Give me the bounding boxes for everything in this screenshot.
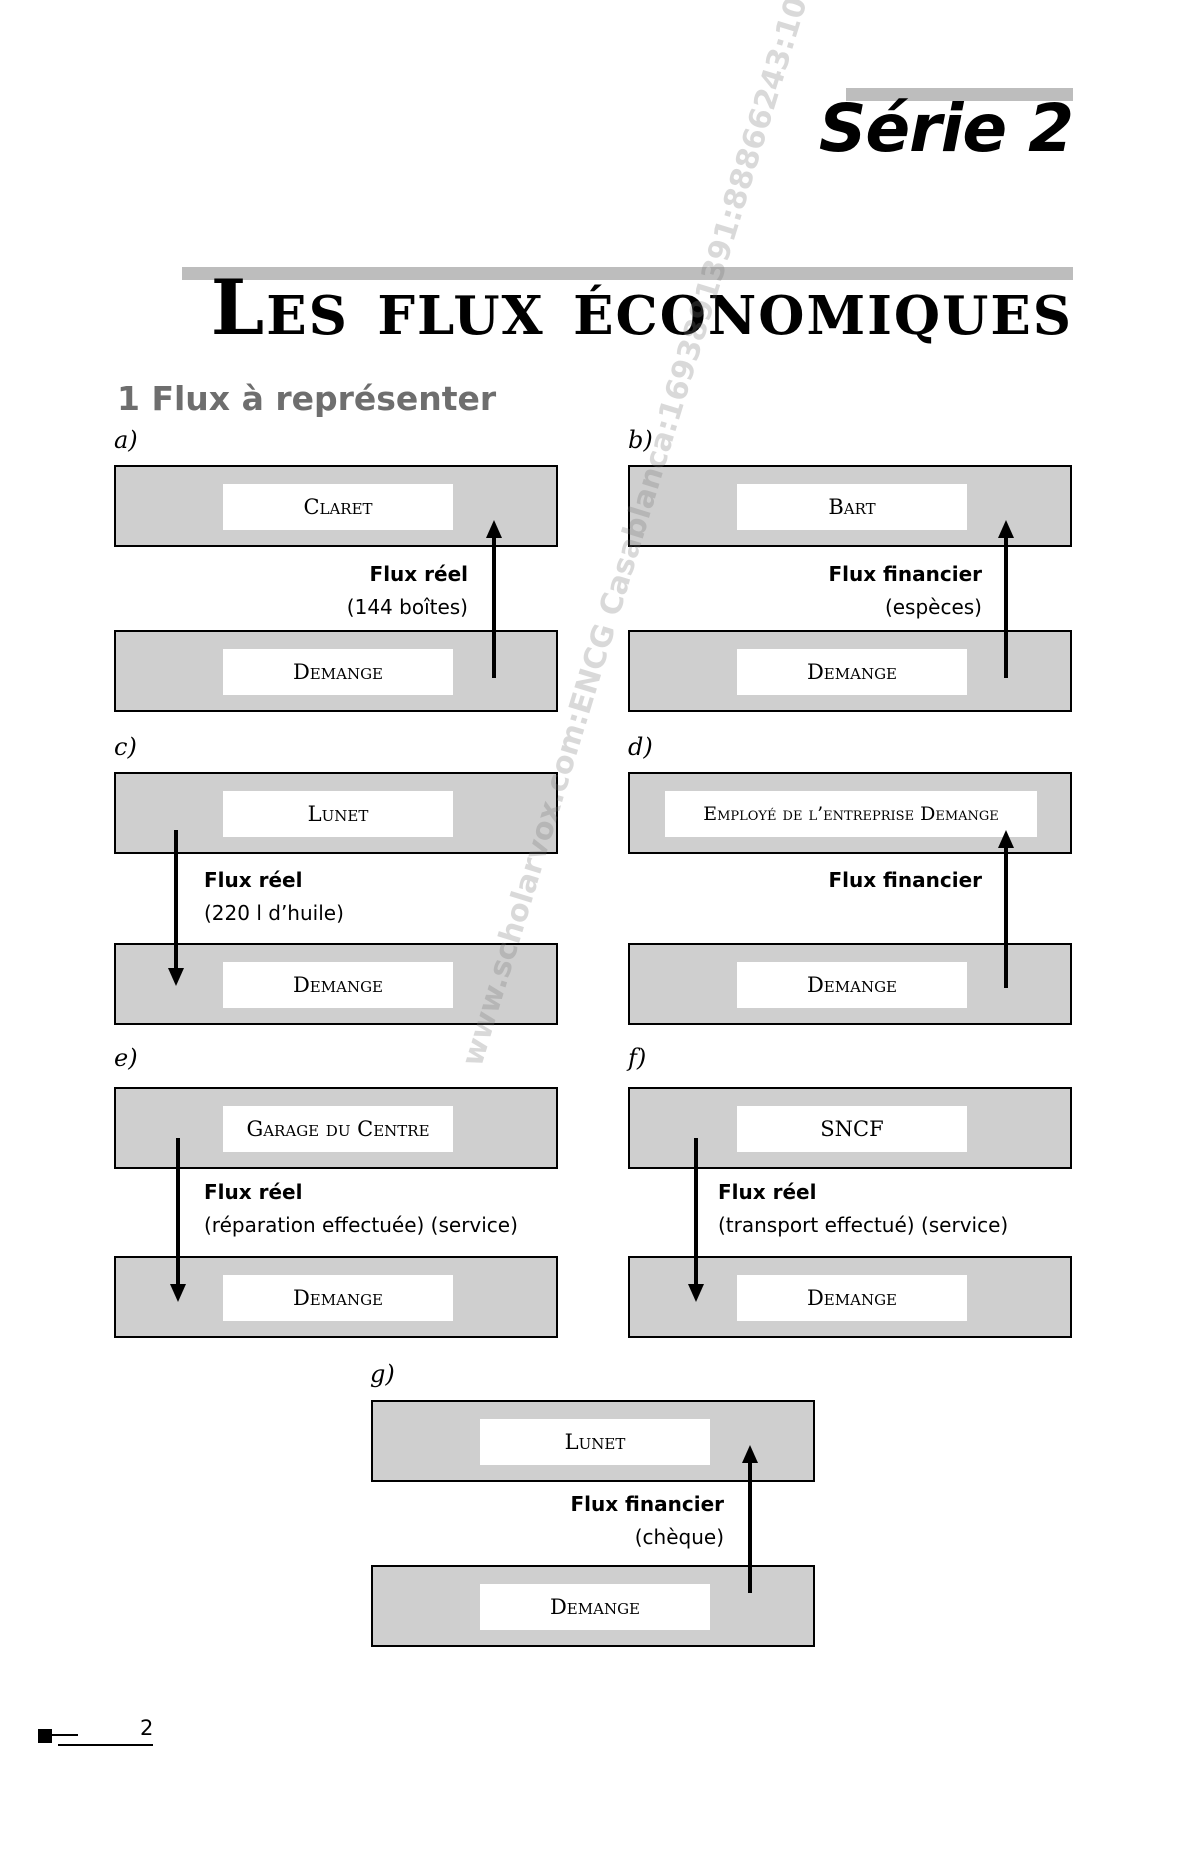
diagram-a-letter: a) [114, 426, 138, 454]
diagram-g-bottom-label: Demange [480, 1584, 710, 1630]
diagram-f-letter: f) [628, 1044, 647, 1072]
section-title: 1 Flux à représenter [117, 379, 497, 418]
diagram-c-top-label: Lunet [223, 791, 453, 837]
diagram-a-flow-detail: (144 boîtes) [346, 595, 468, 619]
diagram-g-flow-type: Flux financier [570, 1492, 724, 1516]
diagram-e-flow-text: Flux réel (réparation effectuée) (servic… [204, 1176, 518, 1242]
diagram-g-top-box: Lunet [371, 1400, 815, 1482]
page-number-marker [38, 1729, 52, 1743]
diagram-g-arrow-up [742, 1445, 758, 1593]
diagram-d-bottom-box: Demange [628, 943, 1072, 1025]
diagram-f-flow-detail: (transport effectué) (service) [718, 1213, 1009, 1237]
diagram-a-flow-text: Flux réel (144 boîtes) [347, 558, 468, 624]
diagram-b-flow-detail: (espèces) [884, 595, 982, 619]
diagram-c-letter: c) [114, 733, 137, 761]
diagram-f-arrow-down [688, 1138, 704, 1302]
diagram-b-top-label: Bart [737, 484, 967, 530]
diagram-e-bottom-box: Demange [114, 1256, 558, 1338]
serie-title: Série 2 [818, 90, 1074, 167]
diagram-g-flow-text: Flux financier (chèque) [570, 1488, 724, 1554]
diagram-g-letter: g) [370, 1360, 395, 1388]
title-decor-bar [182, 267, 1073, 280]
diagram-c-flow-text: Flux réel (220 l d’huile) [204, 864, 344, 930]
diagram-c-arrow-down [168, 830, 184, 986]
diagram-f-top-label: SNCF [737, 1106, 967, 1152]
diagram-d-bottom-label: Demange [737, 962, 967, 1008]
page-number-rule [52, 1734, 78, 1736]
diagram-f-bottom-label: Demange [737, 1275, 967, 1321]
diagram-b-flow-type: Flux financier [828, 562, 982, 586]
diagram-b-bottom-box: Demange [628, 630, 1072, 712]
diagram-g-flow-detail: (chèque) [634, 1525, 724, 1549]
serie-decor-bar [846, 88, 1073, 101]
diagram-d-top-label: Employé de l’entreprise Demange [665, 791, 1037, 837]
diagram-d-flow-type: Flux financier [828, 868, 982, 892]
diagram-a-bottom-box: Demange [114, 630, 558, 712]
diagram-a-flow-type: Flux réel [369, 562, 468, 586]
diagram-c-flow-detail: (220 l d’huile) [204, 901, 344, 925]
diagram-d-letter: d) [628, 733, 653, 761]
diagram-a-top-box: Claret [114, 465, 558, 547]
diagram-e-top-box: Garage du Centre [114, 1087, 558, 1169]
diagram-e-flow-detail: (réparation effectuée) (service) [204, 1213, 518, 1237]
diagram-f-bottom-box: Demange [628, 1256, 1072, 1338]
diagram-b-flow-text: Flux financier (espèces) [828, 558, 982, 624]
diagram-g-bottom-box: Demange [371, 1565, 815, 1647]
diagram-a-arrow-up [486, 520, 502, 678]
diagram-c-flow-type: Flux réel [204, 868, 303, 892]
page-number-underline [58, 1744, 153, 1746]
diagram-e-letter: e) [114, 1044, 138, 1072]
diagram-d-arrow-up [998, 830, 1014, 988]
diagram-f-top-box: SNCF [628, 1087, 1072, 1169]
diagram-a-bottom-label: Demange [223, 649, 453, 695]
diagram-d-top-box: Employé de l’entreprise Demange [628, 772, 1072, 854]
diagram-c-bottom-box: Demange [114, 943, 558, 1025]
diagram-b-letter: b) [628, 426, 653, 454]
diagram-e-flow-type: Flux réel [204, 1180, 303, 1204]
diagram-e-bottom-label: Demange [223, 1275, 453, 1321]
diagram-e-top-label: Garage du Centre [223, 1106, 453, 1152]
diagram-d-flow-text: Flux financier [828, 864, 982, 897]
diagram-f-flow-text: Flux réel (transport effectué) (service) [718, 1176, 1008, 1242]
page-title: Les flux économiques [210, 263, 1073, 352]
page-number: 2 [140, 1716, 154, 1740]
diagram-e-arrow-down [170, 1138, 186, 1302]
diagram-b-arrow-up [998, 520, 1014, 678]
diagram-g-top-label: Lunet [480, 1419, 710, 1465]
diagram-c-top-box: Lunet [114, 772, 558, 854]
diagram-b-bottom-label: Demange [737, 649, 967, 695]
diagram-f-flow-type: Flux réel [718, 1180, 817, 1204]
diagram-b-top-box: Bart [628, 465, 1072, 547]
diagram-a-top-label: Claret [223, 484, 453, 530]
diagram-c-bottom-label: Demange [223, 962, 453, 1008]
